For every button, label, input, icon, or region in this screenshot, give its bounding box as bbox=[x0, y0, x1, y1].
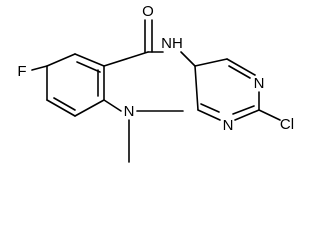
fluorine-label: F bbox=[17, 63, 26, 80]
bond bbox=[232, 105, 255, 115]
bond bbox=[103, 51, 149, 67]
bond bbox=[228, 65, 251, 79]
bond bbox=[194, 58, 228, 67]
bond bbox=[46, 99, 76, 117]
bond bbox=[103, 99, 122, 112]
bond bbox=[76, 61, 101, 73]
bond bbox=[197, 109, 221, 121]
chlorine-label: Cl bbox=[280, 116, 294, 133]
bond bbox=[226, 58, 256, 76]
bond bbox=[194, 65, 199, 111]
bond bbox=[74, 99, 105, 117]
pyrimidine-n-lower-label: N bbox=[223, 117, 234, 134]
bond bbox=[234, 109, 260, 121]
structure-drawing: O NH F N N N Cl bbox=[17, 3, 294, 163]
bond bbox=[180, 51, 196, 67]
ring-n-label: N bbox=[124, 103, 135, 120]
bond bbox=[31, 65, 48, 71]
bonds bbox=[31, 19, 281, 163]
bond bbox=[74, 53, 105, 67]
atom-labels: O NH F N N N Cl bbox=[17, 3, 294, 134]
oxygen-label: O bbox=[142, 3, 154, 20]
pyrimidine-n-upper-label: N bbox=[254, 75, 265, 92]
amide-nh-label: NH bbox=[161, 35, 183, 52]
bond bbox=[200, 103, 220, 113]
bond bbox=[46, 53, 76, 67]
molecule-diagram: O NH F N N N Cl bbox=[17, 3, 294, 163]
bond bbox=[258, 109, 281, 121]
bond bbox=[53, 97, 76, 111]
